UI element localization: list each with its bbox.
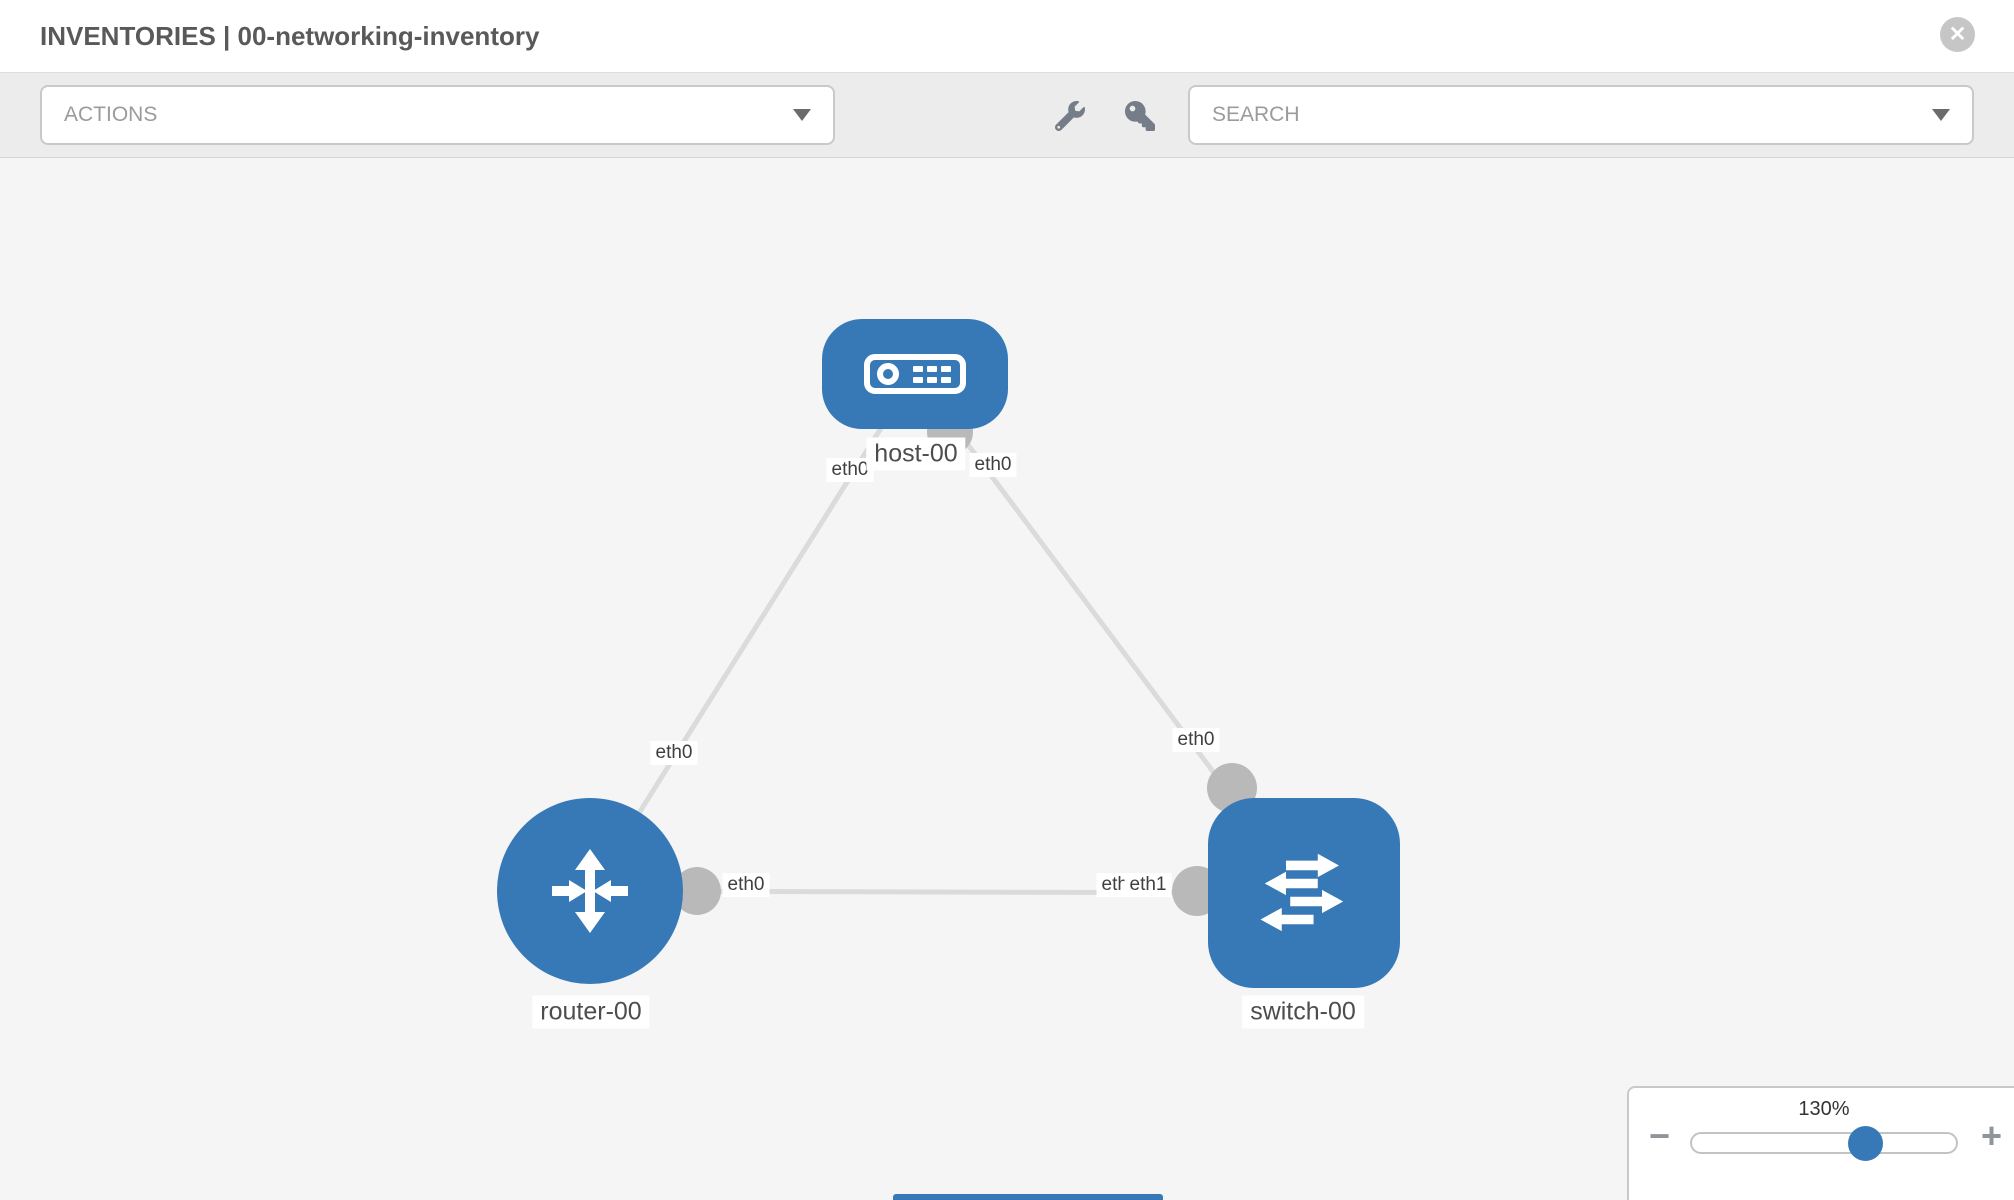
header: INVENTORIES | 00-networking-inventory ✕ [0,0,2014,72]
chevron-down-icon [793,109,811,121]
switch-arrows-icon [1251,840,1357,946]
actions-dropdown-label: ACTIONS [64,103,158,126]
interface-label: eth0 [826,458,874,482]
actions-dropdown[interactable]: ACTIONS [40,85,835,145]
minus-icon: − [1649,1115,1671,1156]
node-switch-00[interactable] [1208,798,1400,988]
plus-icon: + [1981,1115,2003,1156]
server-faceplate-icon [863,353,967,395]
zoom-slider-track[interactable] [1690,1132,1958,1154]
wrench-icon[interactable] [1054,101,1085,132]
interface-label: eth1 [1124,873,1172,897]
page-title: INVENTORIES | 00-networking-inventory [40,21,540,51]
node-label-host: host-00 [866,437,966,471]
interface-label: eth0 [969,453,1017,477]
key-icon[interactable] [1125,101,1155,131]
interface-label: eth0 [722,873,770,897]
zoom-level-value: 130% [1798,1098,1850,1120]
chevron-down-icon [1932,109,1950,121]
interface-label: eth0 [1172,728,1220,752]
node-router-00[interactable] [497,798,683,984]
search-box[interactable] [1188,85,1974,145]
topology-canvas: eth0 eth0 eth0 eth0 eth0 eth0 eth1 host-… [0,158,2014,1200]
node-label-switch: switch-00 [1242,995,1364,1029]
zoom-in-button[interactable]: + [1981,1118,2002,1154]
node-host-00[interactable] [822,319,1008,429]
zoom-control-panel: 130% − + [1627,1086,2014,1200]
partial-node-top [893,1194,1163,1200]
node-label-router: router-00 [532,995,650,1029]
close-button[interactable]: ✕ [1940,17,1975,52]
toolbar: ACTIONS [0,72,2014,158]
interface-label: eth0 [650,741,698,765]
router-arrows-icon [540,841,640,941]
search-input[interactable] [1212,103,1932,127]
close-icon: ✕ [1948,23,1967,46]
zoom-slider-thumb[interactable] [1848,1126,1883,1161]
zoom-out-button[interactable]: − [1649,1118,1670,1154]
link-lines [587,372,1307,896]
